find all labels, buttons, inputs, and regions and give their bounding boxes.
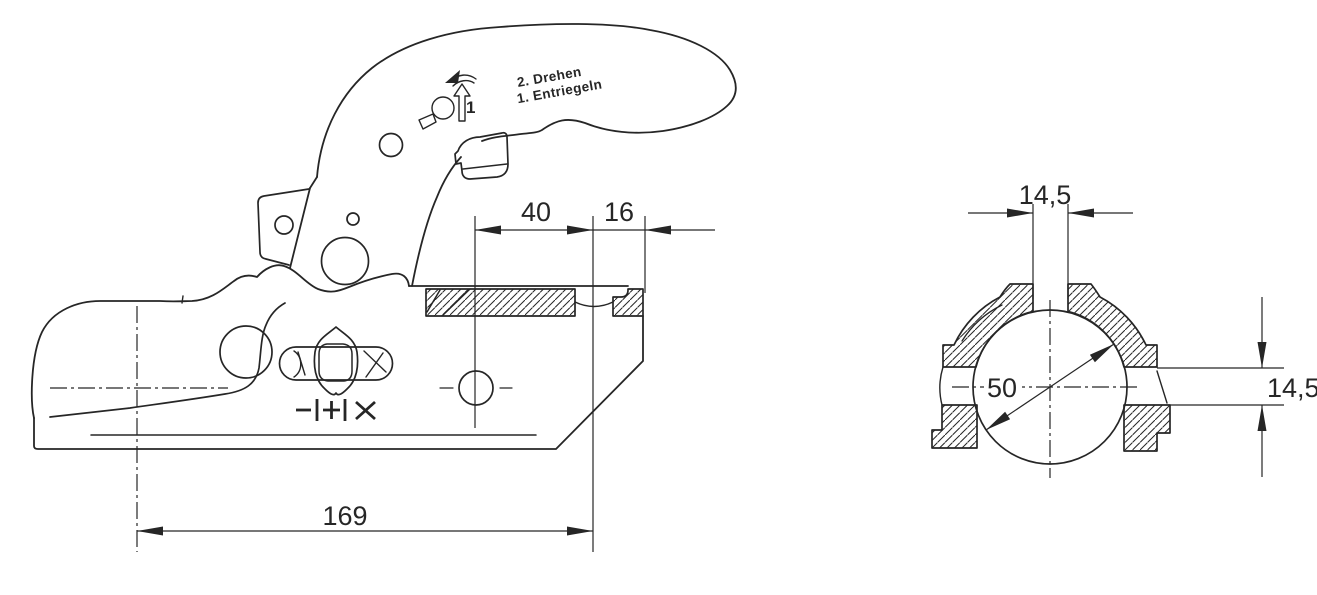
dimension-side-opening (1157, 297, 1284, 477)
section-centerlines (952, 300, 1140, 478)
dim-label-slot-width: 14,5 (1019, 180, 1072, 210)
side-view (30, 23, 737, 552)
cast-marks (296, 399, 376, 421)
clamp-leg-left (931, 404, 978, 449)
dim-label-ball-diameter: 50 (987, 373, 1017, 403)
handle-outline (316, 23, 737, 178)
centerlines (50, 306, 228, 552)
lock-pin-icon (418, 96, 455, 130)
pin-gap-arc (574, 301, 614, 308)
cam-knob (313, 326, 359, 396)
body-holes (219, 132, 404, 379)
clamp-arch-right (1067, 283, 1158, 368)
dimension-40-16 (474, 216, 715, 552)
mounting-tab (257, 188, 310, 266)
cast-mark-plus (323, 401, 340, 419)
drawbar-section (425, 288, 644, 317)
section-view-labels: 14,5 50 14,5 (987, 180, 1317, 403)
dim-label-side-opening: 14,5 (1267, 373, 1317, 403)
cam-slot (278, 326, 394, 396)
clamp-arch-left (942, 283, 1034, 368)
pivot-hole (320, 236, 370, 286)
pivot-pin (346, 212, 360, 226)
handle-pictograms (418, 70, 477, 130)
unlock-arrow-icon (453, 83, 471, 122)
dimension-ball-diameter (984, 343, 1115, 431)
dim-label-40: 40 (521, 197, 551, 227)
clamp-leg-right (1123, 404, 1171, 452)
dimension-slot-width (968, 204, 1133, 299)
section-view (931, 204, 1284, 478)
handle-hole (378, 132, 404, 158)
unlock-step-number: 1 (466, 98, 475, 117)
ball-center-hole (219, 325, 273, 379)
cast-mark-x (355, 400, 376, 421)
tab-hole (274, 215, 294, 235)
ball-socket-outline (30, 264, 644, 450)
dim-label-16: 16 (604, 197, 634, 227)
coupling-body-edges (289, 156, 462, 287)
dim-label-169: 169 (322, 501, 367, 531)
base-plate (33, 315, 644, 450)
latch-pawl (454, 131, 509, 180)
dimension-169 (137, 526, 593, 536)
pin-hole (439, 370, 513, 406)
rotate-arrow-icon (445, 70, 477, 87)
right-opening-chamfer (1156, 370, 1168, 404)
